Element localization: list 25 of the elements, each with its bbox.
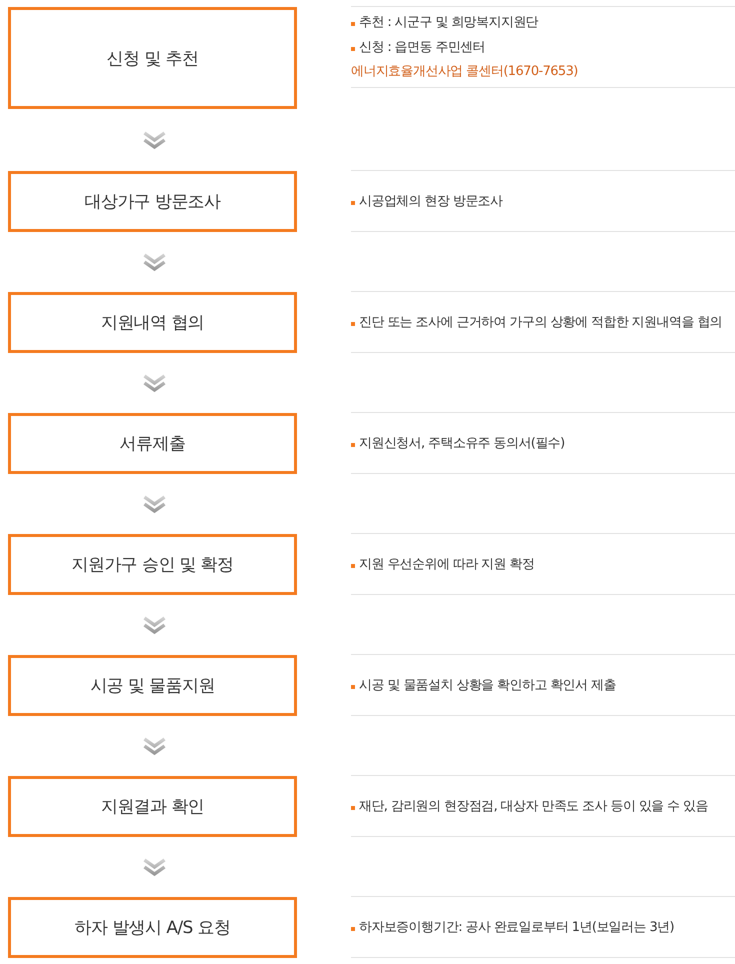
description-text: 지원 우선순위에 따라 지원 확정 (359, 556, 534, 573)
step-box: 지원결과 확인 (8, 776, 297, 837)
contact-text: 에너지효율개선사업 콜센터(1670-7653) (351, 63, 578, 81)
description-text: 재단, 감리원의 현장점검, 대상자 만족도 조사 등이 있을 수 있음 (359, 798, 708, 815)
step-box: 지원내역 협의 (8, 292, 297, 353)
chevron-arrow (142, 858, 166, 876)
chevron-arrow (142, 374, 166, 392)
chevron-arrow (142, 131, 166, 150)
chevron-arrow (142, 253, 166, 272)
step-box: 대상가구 방문조사 (8, 171, 297, 232)
description-text: 진단 또는 조사에 근거하여 가구의 상황에 적합한 지원내역을 협의 (359, 314, 722, 331)
description-text: 지원신청서, 주택소유주 동의서(필수) (359, 435, 565, 452)
chevron-arrow (142, 737, 166, 756)
description-text: 시공 및 물품설치 상황을 확인하고 확인서 제출 (359, 677, 616, 694)
description-text: 하자보증이행기간: 공사 완료일로부터 1년(보일러는 3년) (359, 919, 674, 936)
description-text: 신청 : 읍면동 주민센터 (359, 39, 485, 56)
chevron-arrow (142, 616, 166, 634)
chevron-arrow (142, 495, 166, 514)
step-box: 서류제출 (8, 413, 297, 474)
step-box: 하자 발생시 A/S 요청 (8, 897, 297, 958)
step-box: 시공 및 물품지원 (8, 655, 297, 716)
step-box: 지원가구 승인 및 확정 (8, 534, 297, 595)
step-box: 신청 및 추천 (8, 7, 297, 109)
description-text: 시공업체의 현장 방문조사 (359, 193, 502, 210)
description-text: 추천 : 시군구 및 희망복지지원단 (359, 14, 538, 31)
